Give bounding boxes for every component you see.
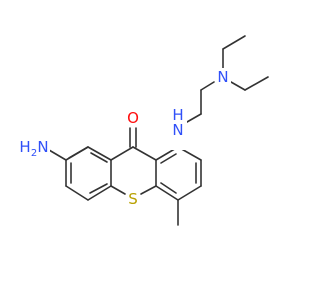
bond [89,183,108,194]
molecule-structure: H 2 N O N H N S [19,35,269,226]
aryl-amine-nh: N H [170,106,187,150]
amino-h-label: H [19,138,30,156]
bond [222,35,246,50]
bond [110,185,126,195]
carbonyl-oxygen: O [126,109,140,127]
amino-h-count: 2 [31,148,37,159]
diethyl-n-label: N [217,68,228,86]
bond [48,149,67,161]
amino-group: H 2 N [19,138,50,159]
bond [140,185,157,195]
amino-n-label: N [37,138,48,156]
bond [65,146,89,161]
bond [87,185,112,201]
bond [90,152,108,163]
bond [65,185,89,201]
bond [110,146,134,161]
ring-sulfur: S [126,190,140,208]
bond [160,182,177,194]
oxygen-label: O [127,109,139,127]
sulfur-label: S [128,190,138,208]
bond [132,146,157,161]
bond [160,153,177,164]
bond [186,113,202,123]
bond [155,185,179,201]
bond [177,185,202,201]
bond [230,81,246,91]
atom-labels: H 2 N O N H N S [19,68,231,208]
nh-n-label: N [172,121,183,139]
bonds [48,35,269,226]
bond [244,76,269,91]
bond [200,81,215,91]
bond [87,146,112,161]
diethylamino-n: N [215,68,231,86]
nh-h-label: H [172,106,183,124]
